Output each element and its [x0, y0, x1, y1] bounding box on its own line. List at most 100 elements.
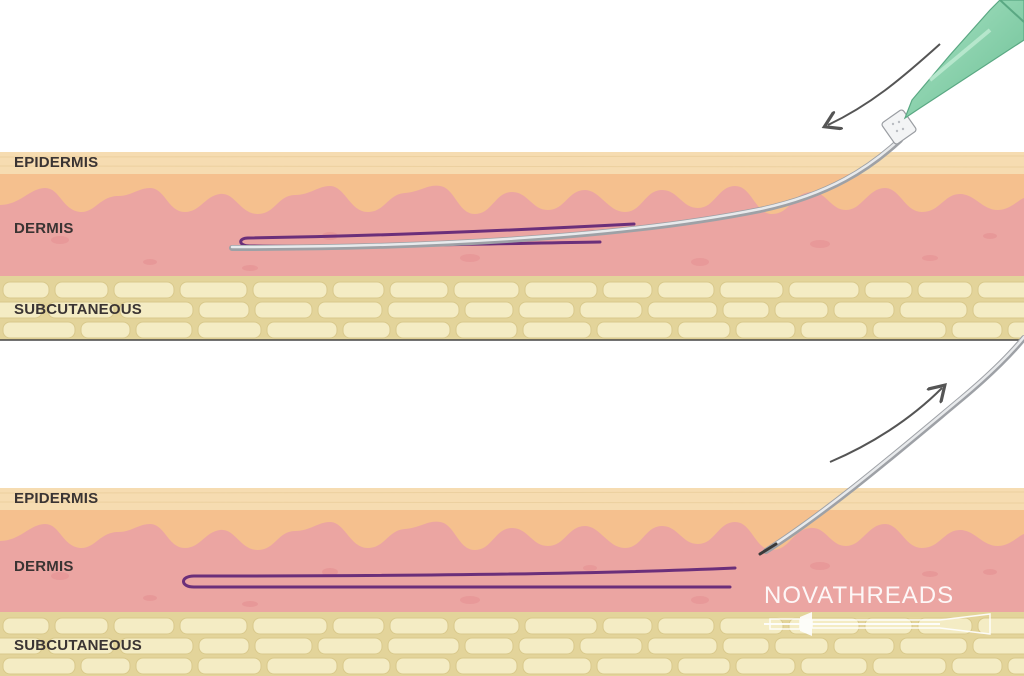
- fat-cell: [252, 617, 328, 635]
- fat-cell: [522, 657, 592, 675]
- bottom-dermis-texture: [51, 562, 997, 607]
- fat-cell: [254, 301, 313, 319]
- fat-cell: [677, 321, 731, 339]
- fat-cell: [389, 281, 449, 299]
- fat-cell: [332, 617, 385, 635]
- fat-cell: [872, 321, 947, 339]
- fat-cell: [735, 321, 796, 339]
- fat-cell: [2, 657, 76, 675]
- fat-cell: [917, 281, 973, 299]
- fat-cell: [395, 657, 451, 675]
- fat-cell: [977, 281, 1024, 299]
- fat-cell: [647, 301, 718, 319]
- fat-cell: [317, 301, 383, 319]
- fat-cell: [387, 637, 460, 655]
- fat-cell: [2, 321, 76, 339]
- fat-cell: [833, 301, 895, 319]
- fat-cell: [0, 637, 43, 655]
- fat-cell: [800, 321, 868, 339]
- fat-cell: [800, 657, 868, 675]
- fat-cell: [596, 657, 673, 675]
- fat-cell: [80, 657, 131, 675]
- fat-cell: [197, 321, 262, 339]
- top-skin-panel: [0, 152, 1024, 341]
- fat-cell: [54, 617, 109, 635]
- bottom-dermis-label: DERMIS: [14, 558, 74, 575]
- fat-cell: [719, 617, 784, 635]
- fat-cell: [266, 657, 338, 675]
- bottom-epidermis-layer: [0, 488, 1024, 512]
- fat-cell: [579, 301, 643, 319]
- brand-logo-text: NOVATHREADS: [764, 582, 955, 609]
- fat-cell: [47, 637, 115, 655]
- bottom-thread: [182, 566, 737, 590]
- fat-cell: [113, 281, 175, 299]
- top-dermis-layer: [0, 185, 1024, 280]
- fat-cell: [722, 637, 770, 655]
- fat-cell: [317, 637, 383, 655]
- top-dermis-texture: [51, 229, 997, 271]
- fat-cell: [657, 617, 715, 635]
- fat-cell: [113, 617, 175, 635]
- top-subcutaneous-label: SUBCUTANEOUS: [14, 301, 142, 318]
- fat-cell: [864, 281, 913, 299]
- top-epidermis-label: EPIDERMIS: [14, 154, 99, 171]
- fat-cell: [522, 321, 592, 339]
- fat-cell: [864, 617, 913, 635]
- fat-cell: [833, 637, 895, 655]
- fat-cell: [455, 321, 518, 339]
- fat-cell: [464, 637, 514, 655]
- fat-cell: [119, 301, 194, 319]
- fat-cell: [579, 637, 643, 655]
- fat-cell: [1007, 321, 1024, 339]
- fat-cell: [872, 657, 947, 675]
- fat-cell: [677, 657, 731, 675]
- fat-cell: [719, 281, 784, 299]
- fat-cell: [135, 657, 193, 675]
- fat-cell: [453, 281, 520, 299]
- fat-cell: [788, 281, 860, 299]
- bottom-subcutaneous-label: SUBCUTANEOUS: [14, 637, 142, 654]
- fat-cell: [518, 637, 575, 655]
- arrow-insert-icon: [828, 43, 941, 125]
- fat-cell: [266, 321, 338, 339]
- fat-cell: [951, 321, 1003, 339]
- fat-cell: [735, 657, 796, 675]
- fat-cell: [722, 301, 770, 319]
- fat-cell: [179, 617, 248, 635]
- fat-cell: [119, 637, 194, 655]
- fat-cell: [951, 657, 1003, 675]
- fat-cell: [977, 617, 1024, 635]
- fat-cell: [899, 637, 968, 655]
- bottom-epidermis-label: EPIDERMIS: [14, 490, 99, 507]
- arrow-withdraw-icon: [829, 388, 942, 463]
- bottom-dermis-layer: [0, 521, 1024, 616]
- fat-cell: [453, 617, 520, 635]
- fat-cell: [198, 637, 250, 655]
- fat-cell: [524, 617, 598, 635]
- fat-cell: [972, 301, 1024, 319]
- fat-cell: [602, 281, 653, 299]
- fat-cell: [342, 321, 391, 339]
- fat-cell: [657, 281, 715, 299]
- fat-cell: [135, 321, 193, 339]
- fat-cell: [647, 637, 718, 655]
- fat-cell: [774, 301, 829, 319]
- bottom-fat-cells: [0, 617, 1024, 675]
- fat-cell: [2, 281, 50, 299]
- fat-cell: [524, 281, 598, 299]
- fat-cell: [252, 281, 328, 299]
- fat-cell: [0, 301, 43, 319]
- fat-cell: [254, 637, 313, 655]
- fat-cell: [179, 281, 248, 299]
- fat-cell: [47, 301, 115, 319]
- fat-cell: [198, 301, 250, 319]
- bottom-skin-panel: [0, 488, 1024, 676]
- fat-cell: [342, 657, 391, 675]
- fat-cell: [197, 657, 262, 675]
- fat-cell: [389, 617, 449, 635]
- fat-cell: [387, 301, 460, 319]
- fat-cell: [596, 321, 673, 339]
- fat-cell: [602, 617, 653, 635]
